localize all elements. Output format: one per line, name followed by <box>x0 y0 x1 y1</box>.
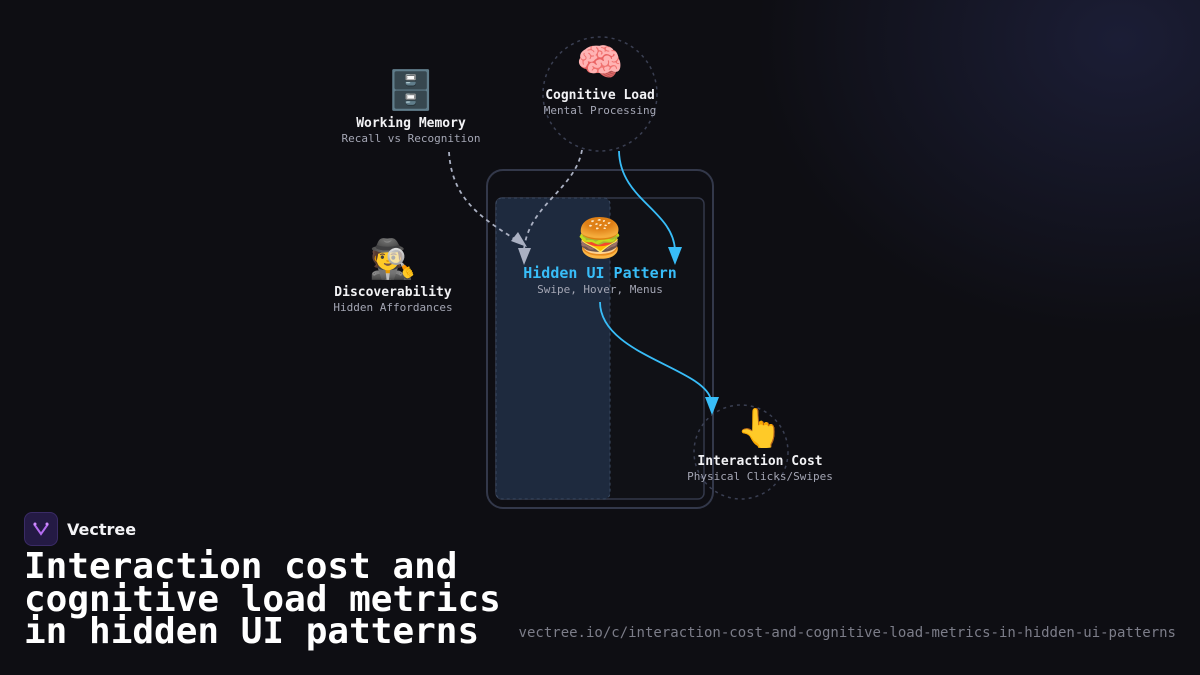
hamburger-icon: 🍔 <box>576 216 624 260</box>
connector-cognitive-load-dashed <box>523 149 583 251</box>
node-subtitle: Mental Processing <box>543 104 657 117</box>
node-discoverability: 🕵️ Discoverability Hidden Affordances <box>293 237 493 314</box>
node-subtitle: Swipe, Hover, Menus <box>537 283 663 296</box>
interaction-cost-halo <box>693 404 789 500</box>
connector-interaction-cost <box>599 301 712 401</box>
arrowhead-working-memory <box>511 232 527 247</box>
arrowhead-cognitive-load-dashed <box>518 248 531 265</box>
node-cognitive-load: 🧠 Cognitive Load Mental Processing <box>500 40 700 117</box>
source-url[interactable]: vectree.io/c/interaction-cost-and-cognit… <box>518 625 1176 641</box>
node-interaction-cost: 👆 Interaction Cost Physical Clicks/Swipe… <box>660 406 860 483</box>
filing-cabinet-icon: 🗄️ <box>387 68 435 112</box>
node-title: Interaction Cost <box>697 454 823 469</box>
detective-icon: 🕵️ <box>369 237 417 281</box>
vectree-logo-icon <box>24 512 58 546</box>
brand-name: Vectree <box>67 519 137 539</box>
cognitive-load-halo <box>542 36 658 152</box>
brain-icon: 🧠 <box>576 40 624 84</box>
arrowhead-interaction-cost <box>705 397 719 415</box>
node-working-memory: 🗄️ Working Memory Recall vs Recognition <box>311 68 511 145</box>
arrowhead-cognitive-load-solid <box>668 247 682 265</box>
node-title: Working Memory <box>356 116 466 131</box>
node-title: Discoverability <box>334 285 452 300</box>
node-subtitle: Hidden Affordances <box>333 301 453 314</box>
pointing-finger-icon: 👆 <box>736 406 784 450</box>
connector-working-memory <box>448 151 523 245</box>
phone-outer-frame <box>486 169 714 509</box>
node-subtitle: Physical Clicks/Swipes <box>687 470 833 483</box>
node-hidden-ui-pattern: 🍔 Hidden UI Pattern Swipe, Hover, Menus <box>500 216 700 296</box>
node-title: Hidden UI Pattern <box>523 264 677 282</box>
brand: Vectree <box>24 512 136 546</box>
connector-cognitive-load-solid <box>618 150 676 251</box>
node-subtitle: Recall vs Recognition <box>341 132 481 145</box>
page-title: Interaction cost and cognitive load metr… <box>24 546 501 652</box>
node-title: Cognitive Load <box>545 88 655 103</box>
